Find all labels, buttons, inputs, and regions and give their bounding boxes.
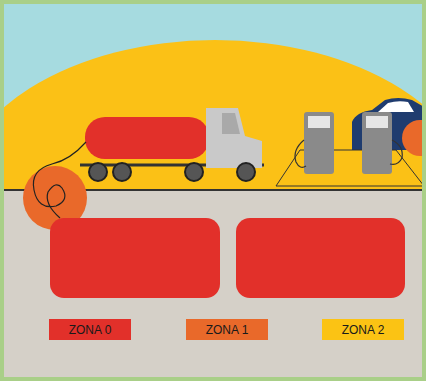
wheel xyxy=(237,163,255,181)
truck-cab xyxy=(206,108,262,168)
zone-1-area xyxy=(402,120,422,156)
filling-hose xyxy=(33,142,86,218)
fuel-pump xyxy=(362,112,392,174)
pump-hose xyxy=(295,140,306,167)
cab-window xyxy=(222,113,240,134)
wheel xyxy=(185,163,203,181)
legend-label: ZONA 1 xyxy=(206,323,249,337)
ground xyxy=(4,190,422,377)
underground-tank xyxy=(50,218,220,298)
pump-display xyxy=(366,116,388,128)
legend-swatch: ZONA 1 xyxy=(186,319,268,340)
legend-label: ZONA 2 xyxy=(342,323,385,337)
legend-label: ZONA 0 xyxy=(69,323,112,337)
underground-tank xyxy=(236,218,405,298)
pump-hose xyxy=(390,140,402,164)
legend-swatch: ZONA 0 xyxy=(49,319,131,340)
wheel xyxy=(113,163,131,181)
car-window xyxy=(378,101,414,112)
legend-swatch: ZONA 2 xyxy=(322,319,404,340)
pump-island xyxy=(276,150,422,186)
pump-display xyxy=(308,116,330,128)
fuel-pump xyxy=(304,112,334,174)
wheel xyxy=(89,163,107,181)
tank-trailer xyxy=(85,117,209,159)
